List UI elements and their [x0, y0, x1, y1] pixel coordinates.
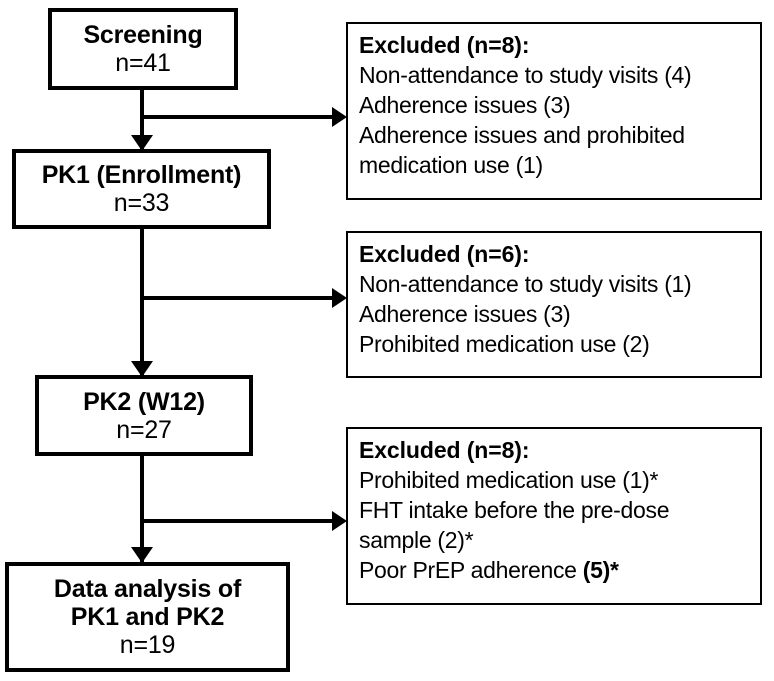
arrowhead-into-pk1 [131, 135, 153, 151]
arrowhead-into-pk2 [131, 361, 153, 377]
node-screening-title: Screening [83, 21, 203, 49]
node-pk2: PK2 (W12) n=27 [35, 375, 253, 456]
connector-pk1-to-pk2 [140, 228, 144, 380]
arrowhead-into-excluded-1 [332, 107, 347, 127]
node-screening-count: n=41 [115, 49, 171, 77]
node-data-analysis-count: n=19 [119, 631, 176, 659]
box-excluded-3: Excluded (n=8): Prohibited medication us… [346, 427, 762, 605]
node-data-analysis: Data analysis of PK1 and PK2 n=19 [5, 562, 290, 672]
node-screening: Screening n=41 [48, 8, 238, 90]
box-excluded-2: Excluded (n=6): Non-attendance to study … [346, 231, 762, 378]
excluded-1-reason-1: Non-attendance to study visits (4) [359, 61, 692, 88]
excluded-3-reason-4: Poor PrEP adherence (5)* [359, 556, 760, 586]
arrowhead-into-excluded-3 [332, 511, 347, 531]
connector-screening-to-pk1 [140, 90, 144, 152]
excluded-1-reason-4: medication use (1) [359, 151, 543, 178]
node-pk1-count: n=33 [113, 189, 170, 217]
connector-pk2-to-analysis [140, 455, 144, 565]
excluded-1-reason-3: Adherence issues and prohibited [359, 121, 685, 148]
excluded-3-heading: Excluded (n=8): [359, 437, 530, 463]
connector-branch-excluded-2 [140, 296, 336, 300]
node-pk1-title: PK1 (Enrollment) [41, 161, 242, 189]
excluded-2-reason-2: Adherence issues (3) [359, 300, 571, 327]
connector-branch-excluded-1 [140, 115, 336, 119]
excluded-3-reason-1: Prohibited medication use (1)* [359, 466, 659, 493]
excluded-2-reason-3: Prohibited medication use (2) [359, 330, 650, 357]
arrowhead-into-analysis [131, 547, 153, 563]
excluded-3-reason-2: FHT intake before the pre-dose [359, 496, 670, 523]
excluded-2-reason-1: Non-attendance to study visits (1) [359, 270, 692, 297]
node-pk2-count: n=27 [116, 415, 172, 444]
node-pk1: PK1 (Enrollment) n=33 [12, 149, 271, 229]
excluded-1-heading: Excluded (n=8): [359, 32, 530, 58]
connector-branch-excluded-3 [140, 519, 336, 523]
excluded-3-reason-3: sample (2)* [359, 526, 474, 553]
node-pk2-title: PK2 (W12) [83, 387, 205, 416]
excluded-2-heading: Excluded (n=6): [359, 241, 530, 267]
arrowhead-into-excluded-2 [332, 288, 347, 308]
excluded-1-reason-2: Adherence issues (3) [359, 91, 571, 118]
excluded-3-reason-4-text: Poor PrEP adherence (5)* [359, 556, 619, 583]
box-excluded-1: Excluded (n=8): Non-attendance to study … [346, 22, 762, 200]
node-data-analysis-title: Data analysis of PK1 and PK2 [53, 575, 242, 631]
